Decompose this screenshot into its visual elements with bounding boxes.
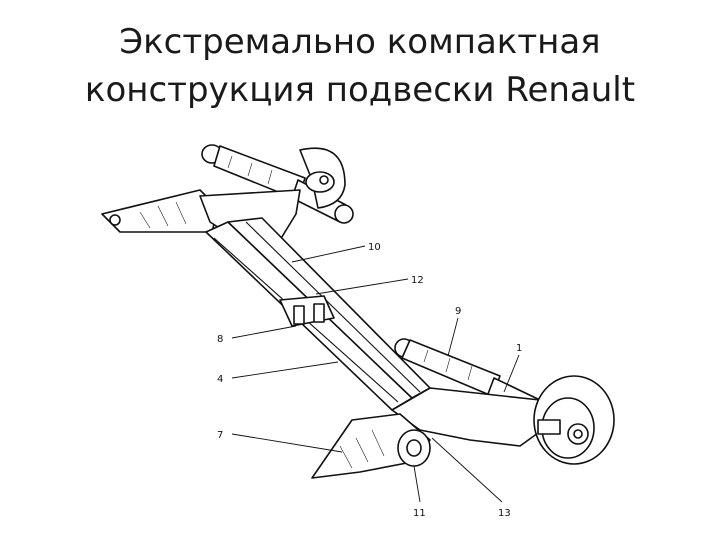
lower-trailing-arm [311, 387, 557, 479]
callout-12: 12 [411, 275, 424, 286]
torsion-bar-assembly [205, 217, 431, 411]
callout-7: 7 [217, 430, 223, 441]
callout-9: 9 [455, 306, 461, 317]
callout-13: 13 [498, 508, 511, 519]
lower-brake-disc [533, 375, 615, 465]
callout-10: 10 [368, 242, 381, 253]
title-line-2: конструкция подвески Renault [84, 70, 636, 110]
slide-title: Экстремально компактная конструкция подв… [0, 18, 720, 114]
callout-1: 1 [516, 343, 522, 354]
upper-brake-disc [299, 147, 346, 209]
callout-4: 4 [217, 374, 223, 385]
title-line-1: Экстремально компактная [119, 22, 601, 62]
callout-11: 11 [413, 508, 426, 519]
callout-lines [231, 245, 520, 503]
callout-labels: 10 12 9 1 8 4 7 11 13 [217, 242, 522, 519]
callout-8: 8 [217, 334, 223, 345]
